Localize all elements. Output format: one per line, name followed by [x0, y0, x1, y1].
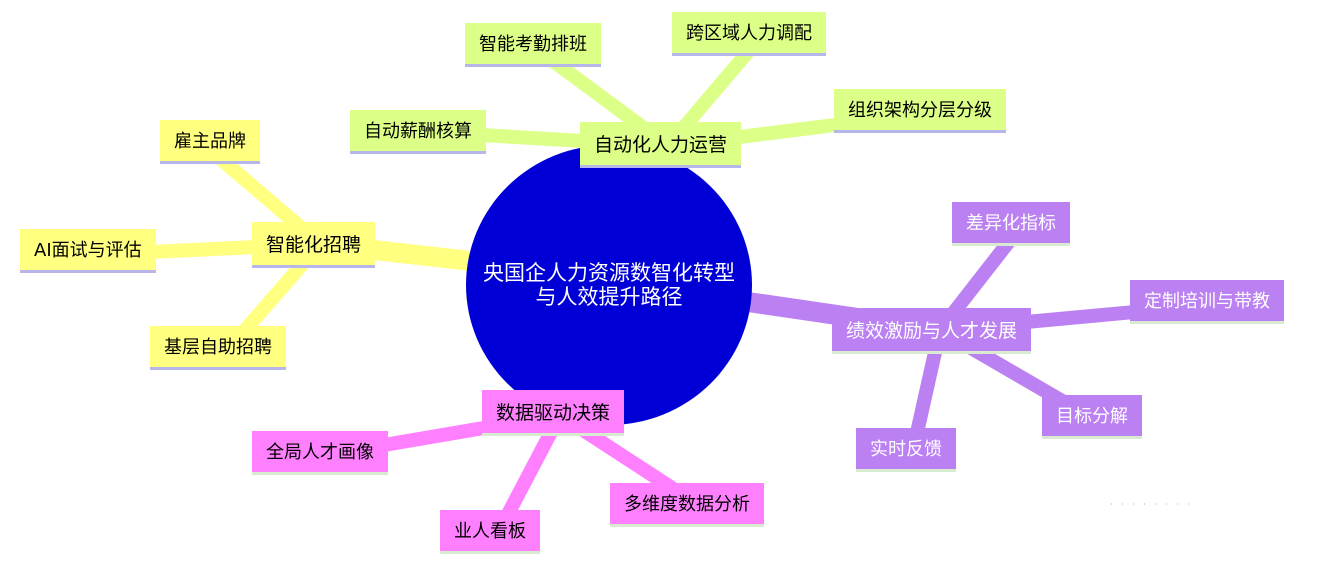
leaf-grassroots-recruiting[interactable]: 基层自助招聘 [150, 326, 286, 370]
leaf-multidim-analysis[interactable]: 多维度数据分析 [610, 483, 764, 527]
leaf-differentiated-metrics[interactable]: 差异化指标 [952, 202, 1070, 246]
leaf-auto-payroll[interactable]: 自动薪酬核算 [350, 110, 486, 154]
leaf-employer-brand[interactable]: 雇主品牌 [160, 120, 260, 164]
leaf-attendance-scheduling[interactable]: 智能考勤排班 [465, 23, 601, 67]
branch-automation[interactable]: 自动化人力运营 [580, 122, 742, 168]
central-topic[interactable]: 央国企人力资源数智化转型 与人效提升路径 [466, 145, 752, 425]
leaf-realtime-feedback[interactable]: 实时反馈 [856, 428, 956, 472]
branch-data-driven[interactable]: 数据驱动决策 [482, 390, 625, 436]
leaf-talent-portrait[interactable]: 全局人才画像 [252, 431, 388, 475]
leaf-business-dashboard[interactable]: 业人看板 [440, 510, 540, 554]
central-topic-line-1: 央国企人力资源数智化转型 [483, 261, 735, 285]
leaf-org-structure[interactable]: 组织架构分层分级 [834, 89, 1006, 133]
watermark-specks: · · · · · · · · [1110, 500, 1194, 509]
leaf-ai-interview[interactable]: AI面试与评估 [20, 229, 156, 273]
central-topic-line-2: 与人效提升路径 [535, 285, 683, 309]
leaf-custom-training[interactable]: 定制培训与带教 [1130, 280, 1284, 324]
branch-performance[interactable]: 绩效激励与人才发展 [832, 308, 1032, 354]
leaf-cross-region-allocation[interactable]: 跨区域人力调配 [672, 12, 826, 56]
branch-recruiting[interactable]: 智能化招聘 [252, 222, 376, 268]
leaf-goal-breakdown[interactable]: 目标分解 [1042, 395, 1142, 439]
